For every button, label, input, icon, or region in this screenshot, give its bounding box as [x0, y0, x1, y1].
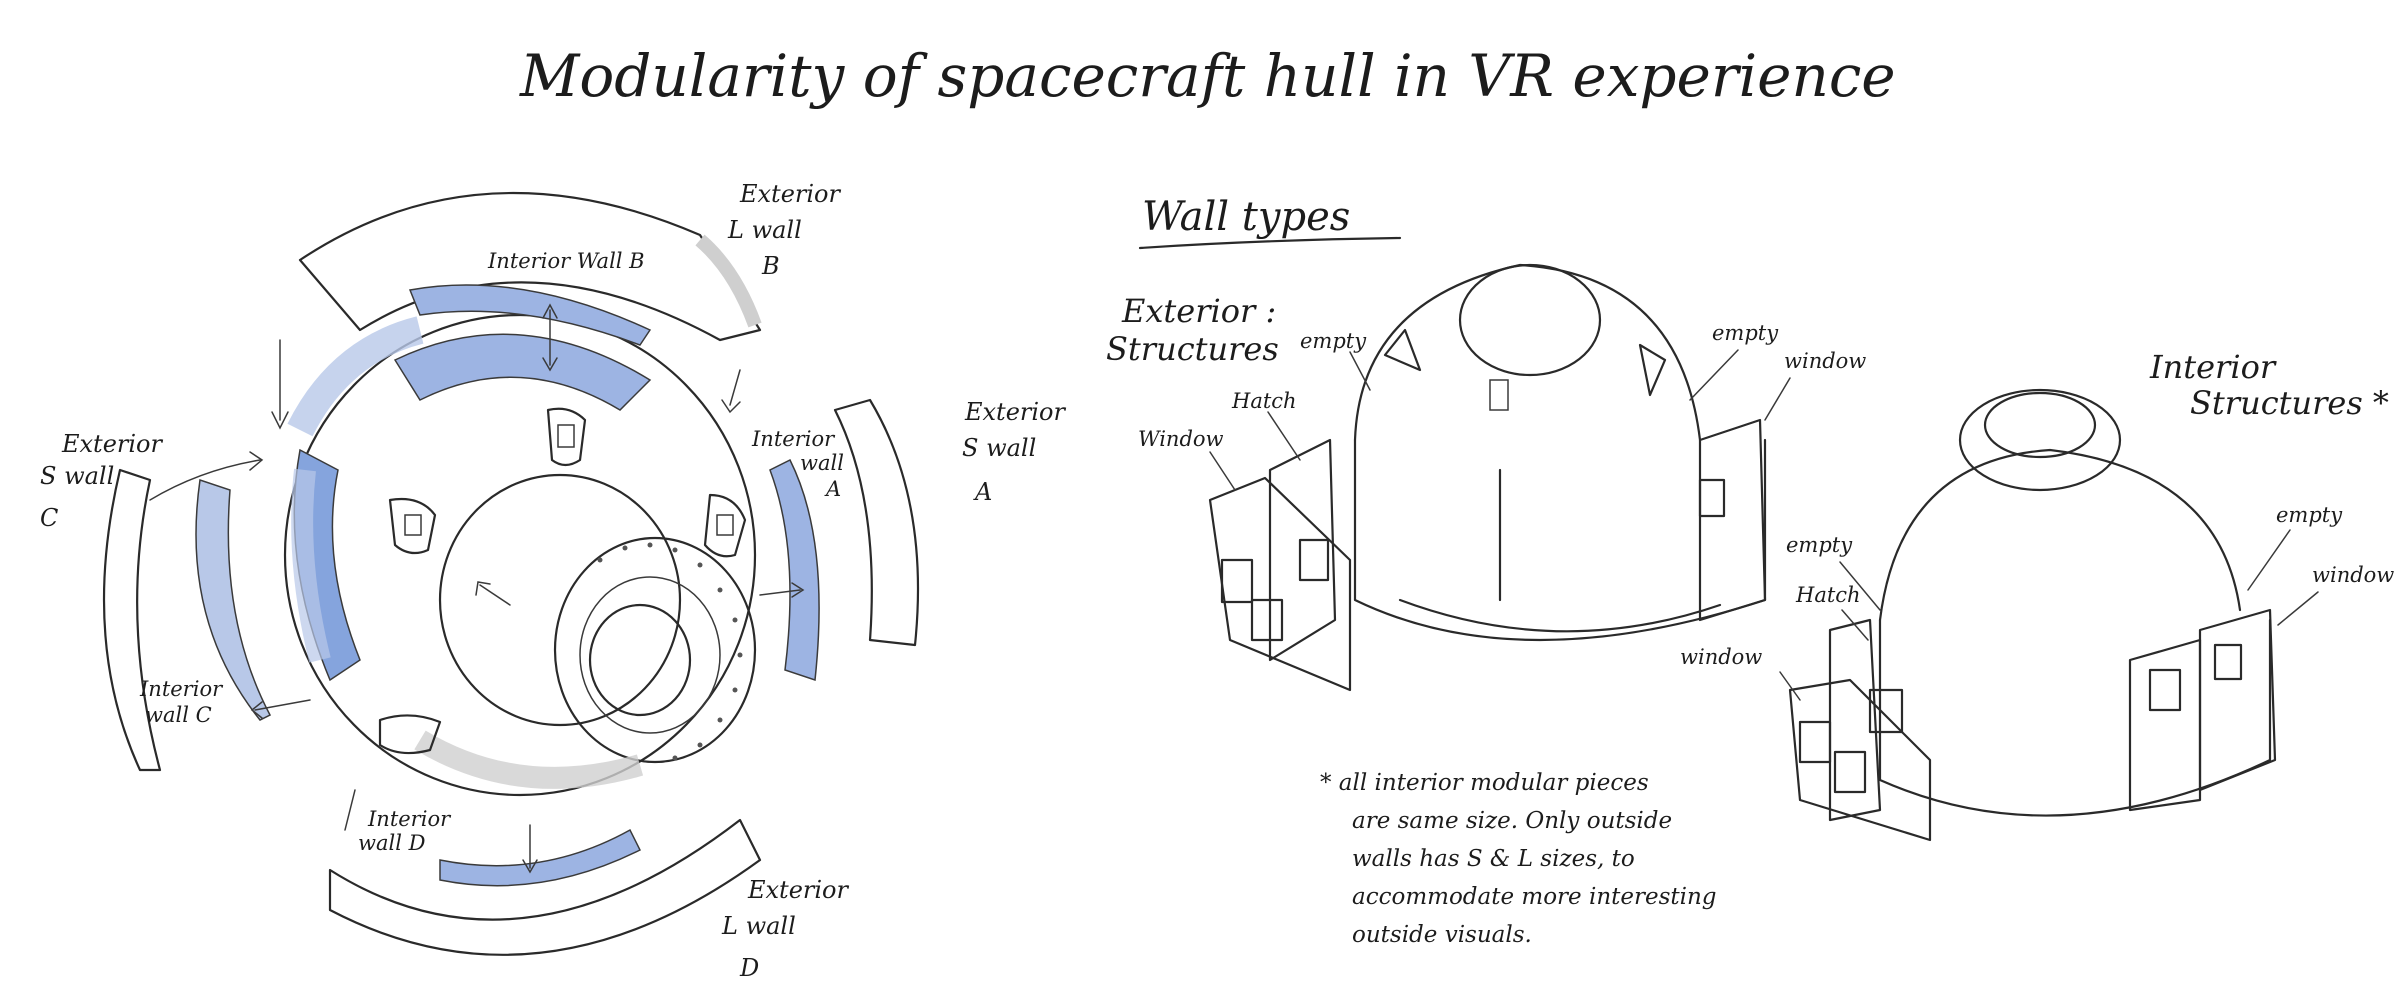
label-interior-wall-c-1: Interior [139, 677, 224, 701]
interior-wall-a [769, 458, 820, 682]
ext-callout-empty-right: empty [1712, 321, 1779, 345]
exterior-structures-label-1: Exterior : [1121, 292, 1276, 330]
docking-port-opening [588, 603, 692, 717]
footnote-line-3: walls has S & L sizes, to [1352, 846, 1635, 872]
ext-callout-empty-left: empty [1300, 329, 1367, 353]
label-exterior-l-wall-b-1: Exterior [739, 180, 842, 208]
interior-wall-b [408, 284, 652, 346]
interior-wall-c [195, 479, 272, 721]
label-interior-wall-a-3: A [824, 477, 841, 501]
interior-wall-d [439, 828, 642, 887]
int-callout-window-left: window [1680, 645, 1762, 669]
ext-callout-window-right: window [1784, 349, 1866, 373]
label-exterior-s-wall-c-3: C [40, 504, 58, 532]
footnote-line-2: are same size. Only outside [1352, 808, 1672, 834]
exterior-s-wall-c [102, 468, 162, 772]
ext-callout-window-left: Window [1138, 427, 1224, 451]
footnote-line-1: * all interior modular pieces [1320, 770, 1649, 796]
label-exterior-s-wall-a-2: S wall [962, 434, 1036, 462]
label-interior-wall-d-1: Interior [367, 807, 452, 831]
interior-wall-b-panel [393, 333, 652, 411]
footnote-line-5: outside visuals. [1352, 922, 1532, 948]
assembly-arrows [149, 303, 805, 874]
label-interior-wall-a-2: wall [800, 451, 844, 475]
wall-types-heading: Wall types [1142, 194, 1350, 240]
exterior-s-wall-a [833, 398, 920, 647]
hull-windows [378, 407, 747, 755]
label-exterior-s-wall-a-3: A [973, 478, 992, 506]
label-exterior-l-wall-d-2: L wall [721, 912, 796, 940]
exterior-callout-lines [1209, 349, 1791, 491]
ext-callout-hatch: Hatch [1231, 389, 1297, 413]
label-exterior-s-wall-c-2: S wall [40, 462, 114, 490]
label-exterior-l-wall-d-1: Exterior [747, 876, 850, 904]
interior-callout-lines [1779, 529, 2319, 701]
interior-structures-label-2: Structures * [2190, 384, 2389, 422]
interior-structures-label-1: Interior [2149, 348, 2277, 386]
wall-types-underline [1138, 236, 1402, 250]
label-exterior-s-wall-c-1: Exterior [61, 430, 164, 458]
label-interior-wall-a-1: Interior [751, 427, 836, 451]
label-interior-wall-b: Interior Wall B [487, 249, 645, 273]
docking-cylinder [553, 536, 757, 764]
page-title: Modularity of spacecraft hull in VR expe… [519, 42, 1896, 110]
label-exterior-l-wall-b-3: B [761, 252, 780, 280]
exterior-l-wall-d [328, 818, 762, 956]
footnote: * all interior modular pieces are same s… [1320, 770, 1717, 948]
int-callout-empty-left: empty [1786, 533, 1853, 557]
inner-collar [438, 473, 682, 727]
int-callout-hatch: Hatch [1795, 583, 1861, 607]
label-exterior-l-wall-d-3: D [739, 954, 759, 982]
label-exterior-s-wall-a-1: Exterior [964, 398, 1067, 426]
exterior-structure-module [1208, 263, 1767, 692]
label-exterior-l-wall-b-2: L wall [727, 216, 802, 244]
int-callout-empty-right: empty [2276, 503, 2343, 527]
label-interior-wall-d-2: wall D [358, 831, 426, 855]
int-callout-window-right: window [2312, 563, 2394, 587]
interior-structure-module [1788, 388, 2277, 842]
footnote-line-4: accommodate more interesting [1352, 884, 1717, 910]
exterior-structures-label-2: Structures [1106, 330, 1279, 368]
exploded-hull-diagram: Exterior L wall B Interior Wall B Exteri… [40, 180, 1067, 982]
label-interior-wall-c-2: wall C [145, 703, 212, 727]
